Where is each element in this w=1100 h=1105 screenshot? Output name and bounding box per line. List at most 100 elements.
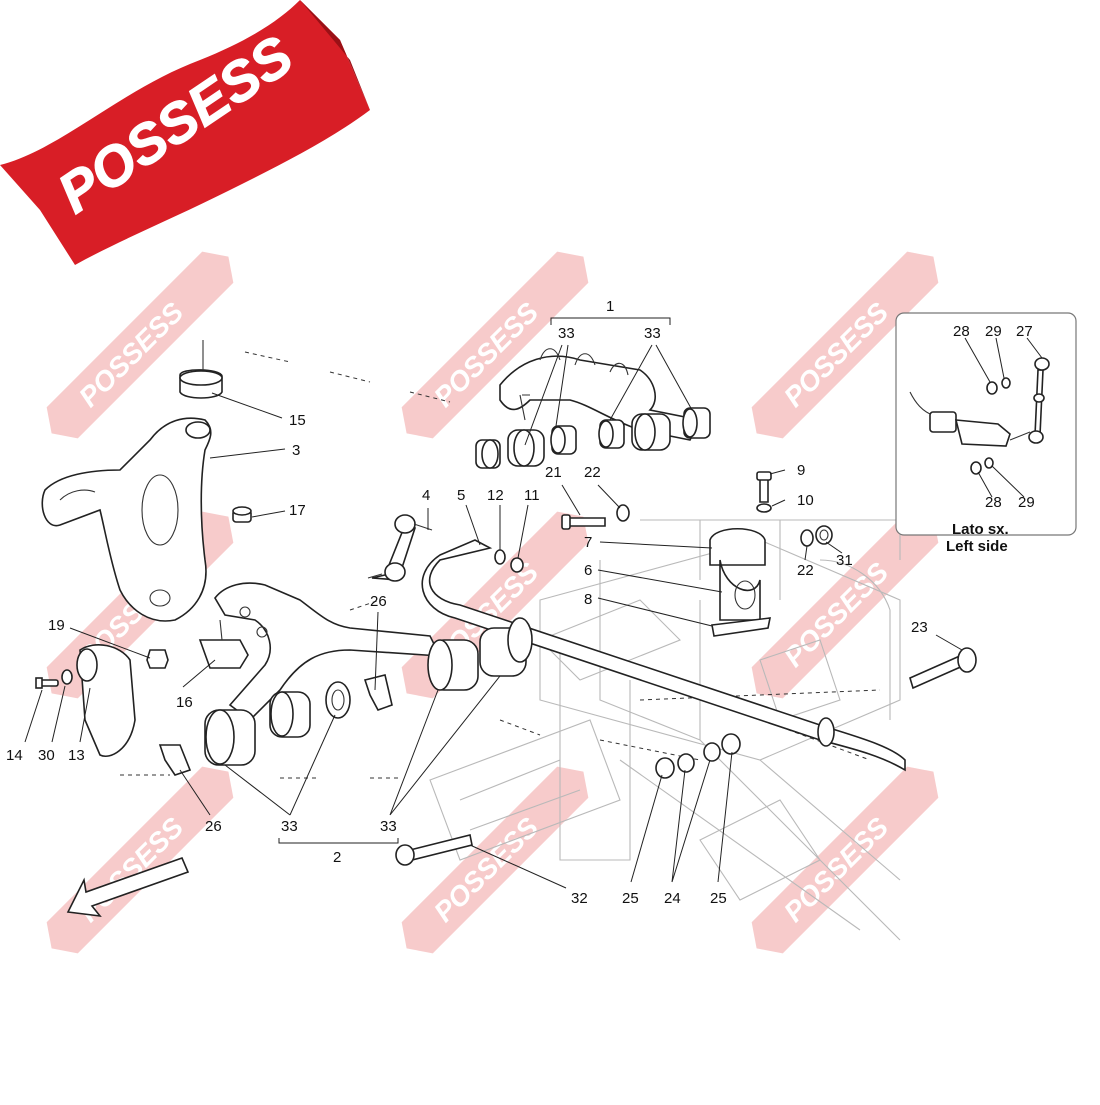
- bolt-icon: [561, 514, 606, 530]
- brand-banner: POSSESS: [0, 0, 370, 265]
- bushing-icon: [269, 691, 311, 738]
- callout-10: 10: [797, 492, 814, 509]
- alignment-lines: [120, 351, 901, 779]
- bushing-icon: [631, 413, 671, 451]
- bushing-icon: [479, 617, 533, 677]
- callout-23: 23: [911, 619, 928, 636]
- bushing-icon: [325, 681, 351, 719]
- washer-icon: [756, 503, 772, 513]
- nut-icon: [677, 753, 695, 773]
- callout-7: 7: [584, 534, 592, 551]
- callout-labels: 1 33 33 15 3 17 4 5 12 11 21 22 9 10 7 6…: [6, 298, 928, 907]
- washer-icon: [655, 757, 675, 779]
- front-direction-arrow-icon: [66, 856, 190, 918]
- bushing-icon: [507, 429, 545, 467]
- callout-29: 29: [1018, 494, 1035, 511]
- inset-title-italian: Lato sx.: [952, 521, 1009, 538]
- washer-icon: [494, 549, 506, 565]
- plug-icon: [232, 506, 252, 523]
- nut-icon: [970, 461, 982, 475]
- clip-icon: [363, 674, 393, 711]
- callout-33: 33: [380, 818, 397, 835]
- callout-19: 19: [48, 617, 65, 634]
- callout-21: 21: [545, 464, 562, 481]
- callout-8: 8: [584, 591, 592, 608]
- callout-4: 4: [422, 487, 430, 504]
- watermark: POSSESS: [428, 811, 545, 928]
- callout-15: 15: [289, 412, 306, 429]
- link-rod: [367, 514, 433, 582]
- bushing-icon: [550, 425, 577, 455]
- lower-arm-bushings: [204, 617, 533, 766]
- callout-32: 32: [571, 890, 588, 907]
- callout-31: 31: [836, 552, 853, 569]
- nut-icon: [986, 381, 998, 395]
- stabilizer-bar: [421, 539, 906, 772]
- callout-12: 12: [487, 487, 504, 504]
- long-bolt-icon: [395, 834, 473, 866]
- bushing-icon: [682, 407, 711, 439]
- callout-25: 25: [710, 890, 727, 907]
- callout-1: 1: [606, 298, 614, 315]
- washer-icon: [616, 504, 630, 522]
- bushing-icon: [475, 439, 501, 469]
- callout-33: 33: [644, 325, 661, 342]
- callout-17: 17: [289, 502, 306, 519]
- callout-33: 33: [281, 818, 298, 835]
- bushing-icon: [598, 419, 625, 449]
- steering-knuckle: [41, 417, 212, 622]
- nut-icon: [815, 525, 833, 545]
- clip-icon: [158, 744, 192, 776]
- callout-3: 3: [292, 442, 300, 459]
- bolt-icon: [756, 471, 772, 503]
- lower-control-arm: [214, 582, 442, 722]
- callout-28: 28: [985, 494, 1002, 511]
- upper-arm-bushings: [475, 407, 711, 469]
- bushing-icon: [204, 709, 256, 766]
- watermark: POSSESS: [778, 296, 895, 413]
- callout-28: 28: [953, 323, 970, 340]
- bushing-icon: [427, 639, 479, 691]
- nut-icon: [703, 742, 721, 762]
- washer-icon: [61, 669, 73, 685]
- left-side-inset: 28 29 27 28 29 Lato sx. Left side: [895, 312, 1077, 555]
- callout-27: 27: [1016, 323, 1033, 340]
- watermark: POSSESS: [778, 811, 895, 928]
- watermark: POSSESS: [778, 556, 895, 673]
- callout-30: 30: [38, 747, 55, 764]
- washer-icon: [721, 733, 741, 755]
- washer-icon: [984, 457, 994, 469]
- lower-bracket-icon: [76, 644, 136, 757]
- washer-icon: [1001, 377, 1011, 389]
- nut-icon: [510, 557, 524, 573]
- callout-22: 22: [797, 562, 814, 579]
- callout-22: 22: [584, 464, 601, 481]
- callout-24: 24: [664, 890, 681, 907]
- stabilizer-mount: [709, 528, 772, 637]
- callout-2: 2: [333, 849, 341, 866]
- bolt-icon: [35, 677, 59, 689]
- callout-26: 26: [370, 593, 387, 610]
- inset-title-english: Left side: [946, 538, 1008, 555]
- washer-icon: [800, 529, 814, 547]
- callout-29: 29: [985, 323, 1002, 340]
- callout-25: 25: [622, 890, 639, 907]
- callout-11: 11: [524, 487, 540, 504]
- callout-9: 9: [797, 462, 805, 479]
- callout-13: 13: [68, 747, 85, 764]
- clamp-icon: [179, 340, 223, 399]
- callout-6: 6: [584, 562, 592, 579]
- callout-33: 33: [558, 325, 575, 342]
- callout-14: 14: [6, 747, 23, 764]
- group-brackets: [278, 317, 671, 844]
- long-bolt-icon: [909, 647, 977, 690]
- bracket-icon: [198, 619, 249, 669]
- leader-lines: [24, 344, 963, 889]
- callout-16: 16: [176, 694, 193, 711]
- watermark: POSSESS: [73, 296, 190, 413]
- callout-5: 5: [457, 487, 465, 504]
- nut-icon: [146, 649, 169, 669]
- callout-26: 26: [205, 818, 222, 835]
